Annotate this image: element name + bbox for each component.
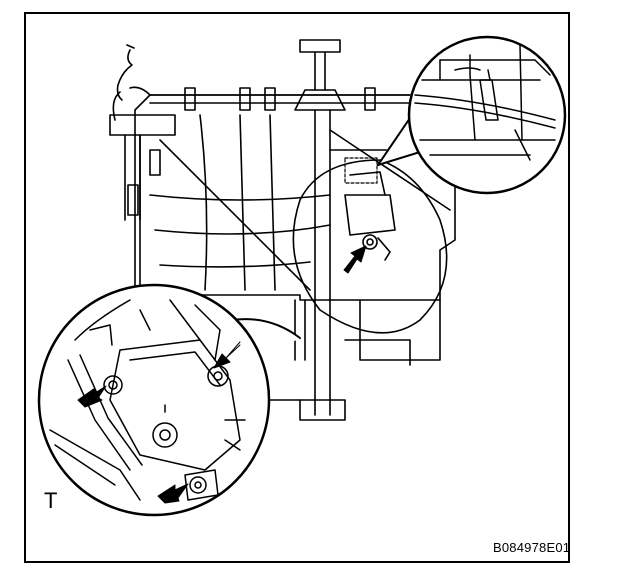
- indicator-arrows: [77, 245, 367, 504]
- detail-callout-lower: [37, 283, 301, 517]
- lumbar-motor-assembly: [344, 171, 396, 261]
- detail-marker-box: [344, 157, 378, 184]
- detail-callout-upper: [377, 25, 567, 195]
- arrow-left-bolt-icon: [77, 385, 107, 408]
- arrow-bottom-bolt-icon: [157, 483, 189, 504]
- view-corner-label: T: [44, 488, 58, 513]
- arrow-right-bolt-icon: [213, 341, 241, 369]
- arrow-upper-bolt-icon: [343, 245, 367, 274]
- illustration-code: B084978E01: [493, 540, 571, 555]
